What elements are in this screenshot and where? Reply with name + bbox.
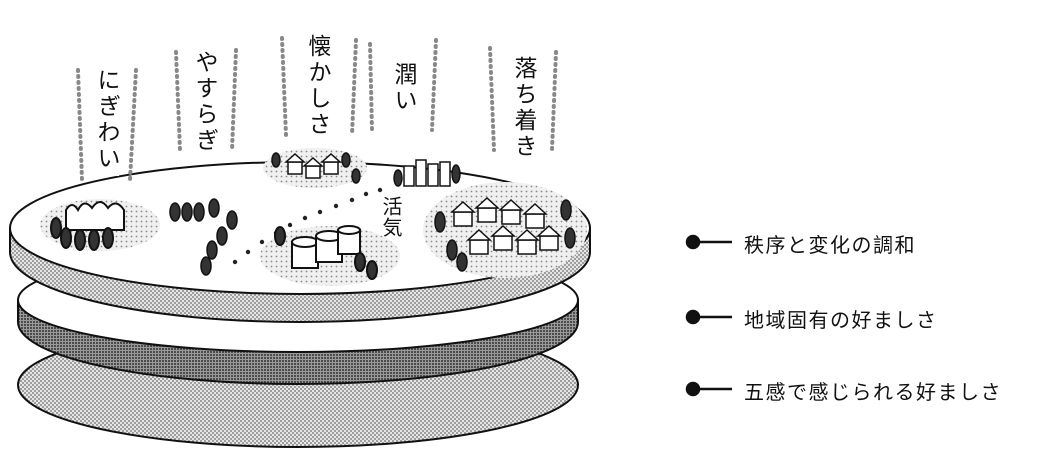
shop-cluster-left <box>50 201 125 251</box>
layer-label-middle: 地域固有の好ましさ <box>744 308 938 332</box>
value-label-nigiwai: にぎわい <box>92 64 119 176</box>
value-label-ochitsuki: 落ち着き <box>509 52 536 164</box>
house-cluster-ochitsuki <box>434 196 576 272</box>
house-cluster-natsukashisa <box>271 152 361 184</box>
dotted-rays <box>76 36 558 182</box>
center-label-kakki: 活気 <box>379 196 403 238</box>
value-label-yasuragi: やすらぎ <box>190 46 217 158</box>
value-label-uruoi: 潤い <box>389 58 416 118</box>
legend-pointers <box>685 234 732 397</box>
building-cluster-uruoi <box>393 159 461 187</box>
value-label-natsukashisa: 懐かしさ <box>303 30 330 142</box>
tank-cluster-center <box>274 225 378 280</box>
layer-label-top: 秩序と変化の調和 <box>744 233 916 257</box>
layer-label-bottom: 五感で感じられる好ましさ <box>744 380 1002 404</box>
tree-cluster-yasuragi <box>169 198 238 276</box>
